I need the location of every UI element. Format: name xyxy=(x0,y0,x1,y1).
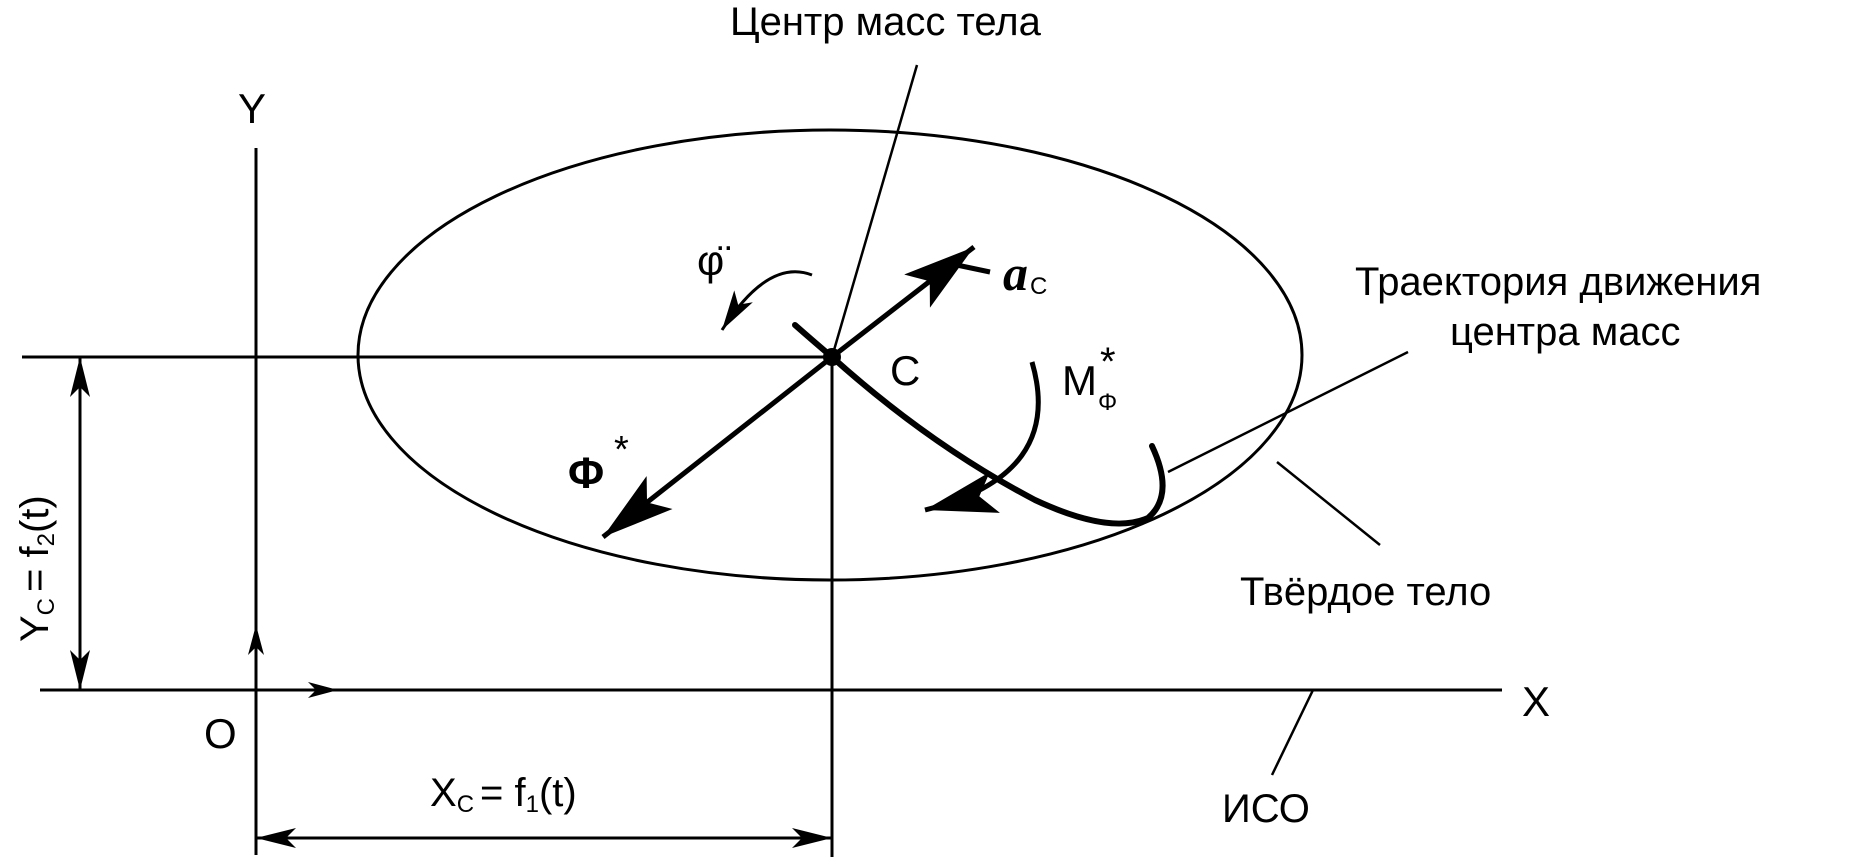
inertia-force-vector xyxy=(601,355,834,539)
iso-label: ИСО xyxy=(1222,787,1310,831)
inertia-force-star: * xyxy=(614,429,629,471)
iso-leader xyxy=(1270,689,1315,776)
acceleration-vector xyxy=(830,245,976,359)
inertia-moment-symbol: M xyxy=(1062,357,1097,404)
xc-equals: = f xyxy=(480,771,526,815)
inertia-moment-subscript: Φ xyxy=(1098,389,1117,416)
angular-acceleration-label: φ̈ xyxy=(697,237,730,284)
inertia-force-label: Φ xyxy=(568,449,604,498)
origin-label: O xyxy=(204,710,237,757)
trajectory-label-line1: Траектория движения xyxy=(1355,260,1761,304)
xc-subscript: C xyxy=(457,791,474,818)
center-of-mass-label: Центр масс тела xyxy=(730,0,1042,44)
inertia-moment-star: * xyxy=(1100,340,1116,384)
trajectory-leader xyxy=(1167,350,1409,474)
inertia-moment-label: M xyxy=(1062,357,1097,404)
acceleration-label: aC xyxy=(1003,245,1047,301)
xc-symbol: X xyxy=(430,771,457,815)
yc-equals: = f xyxy=(13,545,57,591)
yc-symbol: Y xyxy=(13,615,57,642)
trajectory-label-line2: центра масс xyxy=(1450,310,1680,354)
center-of-mass-leader xyxy=(830,64,919,358)
rigid-body-ellipse xyxy=(356,128,1304,582)
rigid-body-leader xyxy=(1276,461,1381,546)
acceleration-subscript: C xyxy=(1030,273,1047,300)
yc-arg: (t) xyxy=(13,495,57,533)
acceleration-vector-tail xyxy=(951,261,991,275)
xc-arg: (t) xyxy=(539,771,577,815)
angular-acceleration-arrow xyxy=(720,270,813,331)
yc-subscript: C xyxy=(33,598,60,615)
inertia-moment-arrow xyxy=(924,361,1041,513)
yc-formula-label: YC = f2(t) xyxy=(13,495,60,642)
point-c-label: C xyxy=(890,347,920,394)
axis-x-label: X xyxy=(1522,678,1550,725)
center-of-mass-point xyxy=(823,348,841,366)
yc-index: 2 xyxy=(33,533,60,546)
xc-index: 1 xyxy=(526,791,539,818)
xc-formula-label: XC= f1(t) xyxy=(430,771,577,818)
rigid-body-label: Твёрдое тело xyxy=(1240,570,1491,614)
axis-y-label: Y xyxy=(238,85,266,132)
acceleration-symbol: a xyxy=(1003,245,1028,301)
